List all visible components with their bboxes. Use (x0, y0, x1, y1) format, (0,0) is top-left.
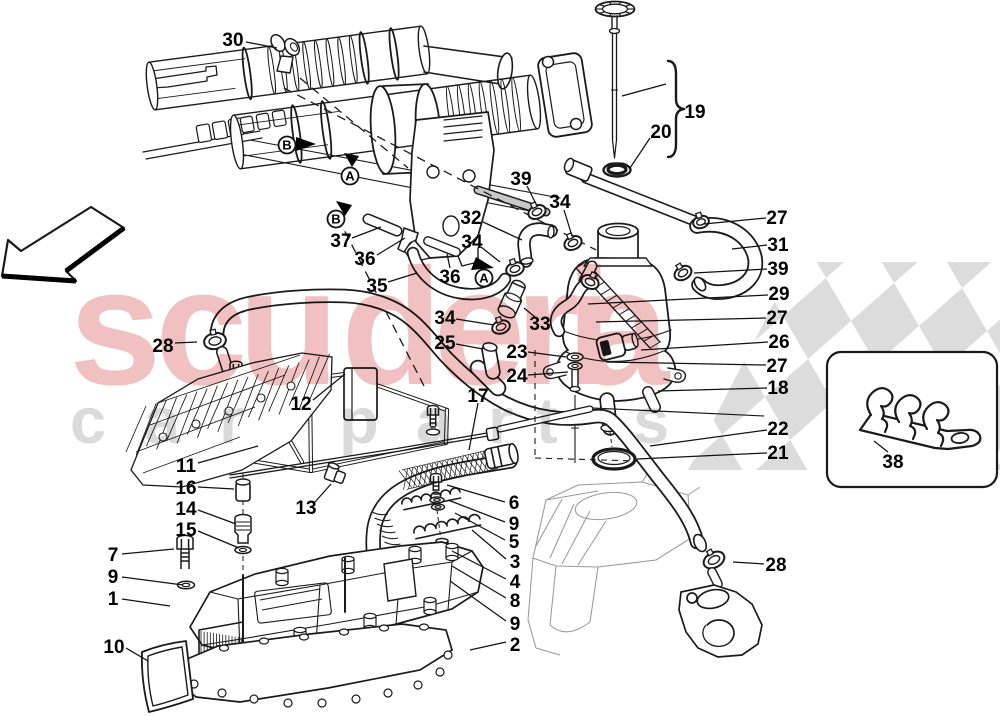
svg-text:15: 15 (175, 520, 197, 541)
svg-text:39: 39 (510, 169, 531, 190)
svg-text:16: 16 (175, 478, 196, 499)
svg-text:5: 5 (509, 532, 520, 553)
svg-text:18: 18 (767, 378, 788, 399)
svg-text:22: 22 (767, 419, 788, 440)
svg-text:29: 29 (768, 284, 789, 305)
svg-text:3: 3 (510, 552, 521, 573)
svg-text:8: 8 (510, 591, 521, 612)
svg-text:25: 25 (434, 333, 456, 354)
svg-text:28: 28 (765, 555, 786, 576)
svg-text:34: 34 (434, 308, 456, 329)
svg-text:36: 36 (439, 267, 460, 288)
svg-text:A: A (345, 169, 355, 184)
svg-text:A: A (479, 271, 489, 286)
svg-text:38: 38 (882, 452, 903, 473)
svg-text:27: 27 (766, 356, 787, 377)
svg-text:26: 26 (768, 332, 789, 353)
svg-text:20: 20 (650, 122, 671, 143)
svg-text:36: 36 (354, 249, 375, 270)
svg-text:39: 39 (767, 259, 788, 280)
svg-text:13: 13 (295, 498, 316, 519)
svg-text:B: B (282, 138, 291, 153)
svg-text:31: 31 (767, 235, 789, 256)
svg-text:23: 23 (506, 342, 527, 363)
svg-text:37: 37 (330, 231, 351, 252)
svg-text:2: 2 (510, 635, 521, 656)
svg-text:7: 7 (108, 545, 119, 566)
svg-text:9: 9 (509, 514, 520, 535)
svg-text:10: 10 (103, 637, 124, 658)
svg-text:1: 1 (108, 589, 119, 610)
svg-text:27: 27 (766, 208, 787, 229)
svg-text:scuderia: scuderia (69, 235, 671, 420)
svg-text:11: 11 (176, 456, 197, 477)
svg-text:34: 34 (461, 232, 483, 253)
svg-text:19: 19 (684, 102, 705, 123)
svg-text:34: 34 (549, 192, 571, 213)
svg-text:14: 14 (175, 499, 197, 520)
svg-text:32: 32 (460, 208, 481, 229)
svg-text:17: 17 (467, 386, 488, 407)
svg-text:9: 9 (510, 614, 521, 635)
svg-text:4: 4 (510, 572, 521, 593)
svg-text:12: 12 (290, 394, 311, 415)
svg-text:9: 9 (108, 567, 119, 588)
svg-text:35: 35 (366, 276, 388, 297)
svg-text:24: 24 (506, 366, 528, 387)
svg-text:B: B (331, 212, 340, 227)
svg-text:6: 6 (509, 493, 520, 514)
svg-text:30: 30 (222, 30, 243, 51)
svg-text:27: 27 (766, 308, 787, 329)
svg-text:21: 21 (767, 443, 789, 464)
svg-text:28: 28 (152, 336, 173, 357)
svg-text:33: 33 (529, 314, 550, 335)
